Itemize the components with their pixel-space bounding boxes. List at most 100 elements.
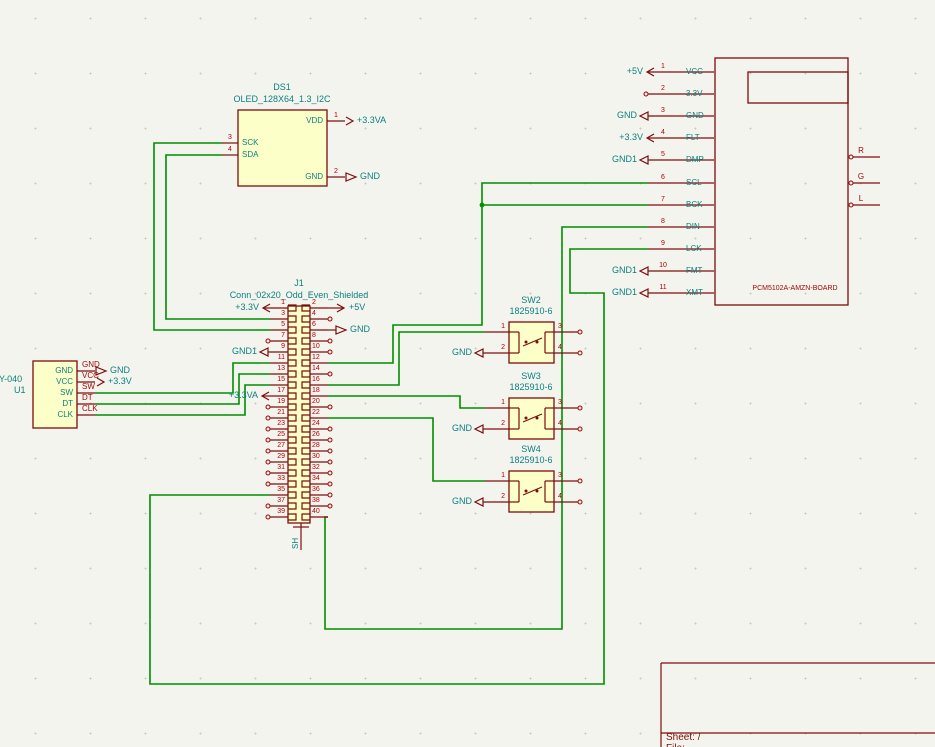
- unconnected-pin-icon: [327, 503, 333, 509]
- unconnected-pin-icon: [327, 371, 333, 377]
- wire-sda[interactable]: [165, 154, 270, 320]
- j1-pin-notch: [288, 304, 297, 312]
- dac-pin-name: DIN: [686, 222, 700, 231]
- j1-pin-notch: [301, 436, 310, 444]
- j1-pin-number: 33: [277, 475, 285, 482]
- dac-pin-name: BCK: [686, 200, 703, 209]
- j1-pin-number: 20: [312, 398, 320, 405]
- j1-pin-notch: [288, 403, 297, 411]
- dac-pin-name: FLT: [686, 133, 700, 142]
- j1-pin-notch: [288, 315, 297, 323]
- ground-triangle-icon: [345, 172, 358, 182]
- switch-actuator: [522, 337, 543, 347]
- j1-pin-notch: [301, 326, 310, 334]
- switch-pin-number: 1: [501, 399, 505, 406]
- j1-pin-number: 26: [312, 431, 320, 438]
- u1-reference: U1: [14, 385, 26, 395]
- dac-pin-number: 3: [661, 107, 665, 114]
- j1-pin-number: 10: [312, 343, 320, 350]
- ground-label-gnd1: GND1: [231, 346, 257, 356]
- j1-pin-number: 22: [312, 409, 320, 416]
- sw3-value: 1825910-6: [509, 382, 553, 392]
- j1-pin-notch: [288, 458, 297, 466]
- j1-pin-number: 17: [277, 387, 285, 394]
- j1-pin-number: 5: [281, 321, 285, 328]
- wire-clk[interactable]: [95, 384, 270, 416]
- j1-pin-number: 14: [312, 365, 320, 372]
- j1-pin-number: 15: [277, 376, 285, 383]
- net-label: VCC: [82, 371, 99, 380]
- j1-pin-notch: [301, 403, 310, 411]
- ds1-reference: DS1: [273, 82, 291, 92]
- ds1-body[interactable]: [237, 109, 328, 187]
- dac-pin-number: 8: [661, 218, 665, 225]
- u1-value: Y-040: [0, 374, 23, 384]
- switch-pin-number: 3: [558, 472, 562, 479]
- net-label: CLK: [82, 404, 98, 413]
- ds1-pin-name-sda: SDA: [242, 150, 259, 159]
- u1-pin-name: VCC: [56, 377, 73, 386]
- ground-triangle-icon: [335, 325, 348, 335]
- unconnected-pin-icon: [327, 404, 333, 410]
- unconnected-pin-icon: [327, 470, 333, 476]
- power-arrow-icon: [96, 377, 106, 387]
- dac-pin-name: SCL: [686, 178, 702, 187]
- unconnected-pin-icon: [848, 154, 854, 160]
- j1-pin-notch: [301, 315, 310, 323]
- dac-pin-name: 3.3V: [686, 89, 703, 98]
- wire-sw3[interactable]: [328, 395, 485, 409]
- unconnected-pin-icon: [577, 329, 583, 335]
- j1-pin-number: 28: [312, 442, 320, 449]
- power-arrow-icon: [645, 133, 655, 143]
- j1-pin-notch: [288, 480, 297, 488]
- wire-scl-bck[interactable]: [328, 182, 648, 364]
- ground-triangle-icon: [473, 424, 484, 434]
- wire-lck[interactable]: [149, 248, 648, 685]
- sheet-label: Sheet: /: [666, 732, 701, 743]
- dac-pin-number: 1: [661, 63, 665, 70]
- unconnected-pin-icon: [327, 481, 333, 487]
- unconnected-pin-icon: [265, 503, 271, 509]
- j1-pin-number: 12: [312, 354, 320, 361]
- j1-shield-pin-name: SH: [291, 537, 300, 549]
- dac-right-pin-label: R: [858, 146, 864, 155]
- j1-pin-number: 1: [281, 299, 285, 306]
- ground-label: GND1: [611, 265, 637, 275]
- j1-pin-number: 19: [277, 398, 285, 405]
- sw4-value: 1825910-6: [509, 455, 553, 465]
- switch-actuator: [522, 413, 543, 423]
- u1-body[interactable]: [32, 360, 78, 429]
- j1-pin-number: 25: [277, 431, 285, 438]
- wire-sw[interactable]: [95, 362, 270, 394]
- switch-pin-number: 4: [558, 493, 562, 500]
- dac-pin-name: LCK: [686, 244, 702, 253]
- j1-pin-notch: [288, 513, 297, 521]
- power-arrow-icon: [260, 391, 270, 401]
- j1-pin-number: 13: [277, 365, 285, 372]
- power-label-3v3a: +3.3VA: [357, 115, 387, 125]
- dac-pin-number: 6: [661, 174, 665, 181]
- j1-pin-notch: [288, 469, 297, 477]
- j1-pin-notch: [288, 447, 297, 455]
- j1-pin-number: 3: [281, 310, 285, 317]
- sw2-value: 1825910-6: [509, 306, 553, 316]
- unconnected-pin-icon: [327, 426, 333, 432]
- j1-pin-notch: [288, 370, 297, 378]
- j1-pin-number: 6: [312, 321, 316, 328]
- wire-din[interactable]: [324, 226, 648, 630]
- ds1-pin-number: 2: [334, 168, 338, 175]
- switch-contact-dot: [524, 340, 528, 344]
- switch-pin-number: 1: [501, 472, 505, 479]
- power-arrow-icon: [345, 116, 355, 126]
- wire-sck[interactable]: [153, 142, 270, 331]
- dac-body[interactable]: [714, 57, 849, 306]
- unconnected-pin-icon: [577, 350, 583, 356]
- j1-pin-notch: [301, 304, 310, 312]
- wire-sw4[interactable]: [328, 417, 485, 482]
- j1-pin-number: 18: [312, 387, 320, 394]
- switch-contact-dot: [535, 416, 539, 420]
- wire-sw2[interactable]: [328, 331, 485, 386]
- wire-dt[interactable]: [95, 373, 270, 405]
- ds1-pin-number: 4: [228, 146, 232, 153]
